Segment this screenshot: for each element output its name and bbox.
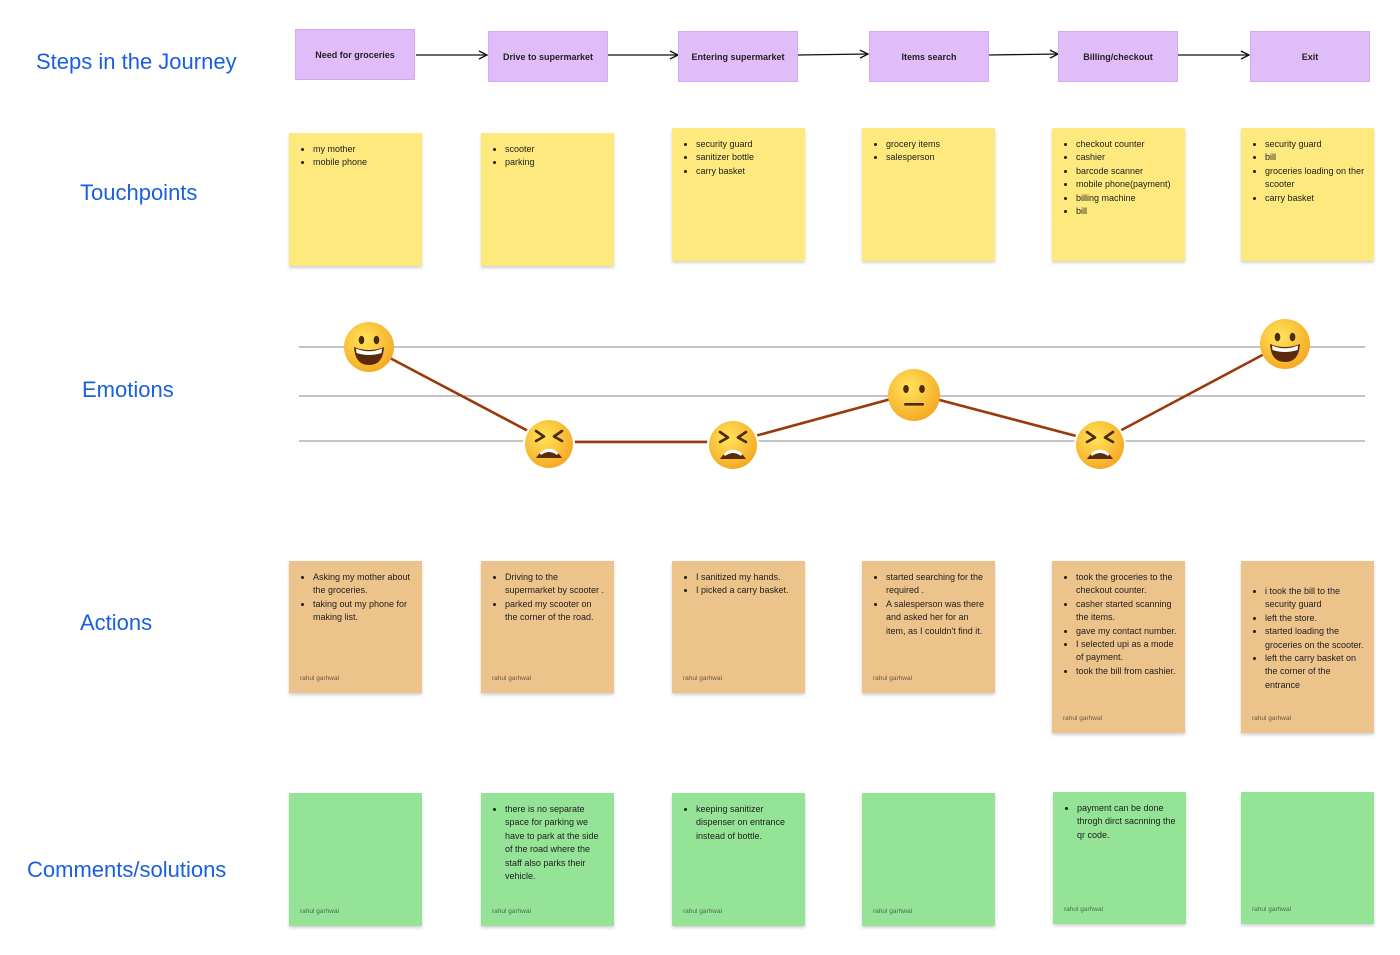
action-note[interactable]: I sanitized my hands.I picked a carry ba…: [672, 561, 805, 693]
note-item: security guard: [696, 138, 797, 151]
action-note[interactable]: i took the bill to the security guardlef…: [1241, 561, 1374, 733]
comment-note[interactable]: keeping sanitizer dispenser on entrance …: [672, 793, 805, 926]
note-item: left the carry basket on the corner of t…: [1265, 652, 1366, 692]
note-author: rahul garhwal: [873, 675, 913, 682]
step-items-search[interactable]: Items search: [869, 31, 989, 82]
touchpoint-note[interactable]: grocery itemssalesperson: [862, 128, 995, 261]
note-item: i took the bill to the security guard: [1265, 585, 1366, 612]
row-label-touchpoints: Touchpoints: [80, 180, 198, 205]
emotion-line: [368, 341, 1286, 444]
note-item: bill: [1076, 205, 1177, 218]
note-author: rahul garhwal: [683, 675, 723, 682]
step-entering-supermarket[interactable]: Entering supermarket: [678, 31, 798, 82]
touchpoint-note[interactable]: scooterparking: [481, 133, 614, 266]
note-item: security guard: [1265, 138, 1366, 151]
note-author: rahul garhwal: [1064, 906, 1104, 913]
note-item: there is no separate space for parking w…: [505, 803, 606, 883]
note-author: rahul garhwal: [492, 675, 532, 682]
note-item: mobile phone(payment): [1076, 178, 1177, 191]
step-arrow: [797, 54, 868, 55]
note-item: Asking my mother about the groceries.: [313, 571, 414, 598]
note-item: barcode scanner: [1076, 165, 1177, 178]
touchpoint-note[interactable]: my mothermobile phone: [289, 133, 422, 266]
note-item: I picked a carry basket.: [696, 584, 797, 597]
tired-face-icon: [523, 418, 575, 470]
row-label-steps: Steps in the Journey: [36, 49, 237, 74]
note-item: Driving to the supermarket by scooter .: [505, 571, 606, 598]
note-item: started loading the groceries on the sco…: [1265, 625, 1366, 652]
row-label-emotions: Emotions: [82, 377, 174, 402]
neutral-face-icon: [888, 369, 940, 421]
note-item: parked my scooter on the corner of the r…: [505, 598, 606, 625]
note-item: salesperson: [886, 151, 987, 164]
comment-note[interactable]: there is no separate space for parking w…: [481, 793, 614, 926]
note-item: checkout counter: [1076, 138, 1177, 151]
note-item: carry basket: [1265, 192, 1366, 205]
note-item: carry basket: [696, 165, 797, 178]
note-item: I sanitized my hands.: [696, 571, 797, 584]
note-item: keeping sanitizer dispenser on entrance …: [696, 803, 797, 843]
row-label-comments: Comments/solutions: [27, 857, 227, 882]
step-exit[interactable]: Exit: [1250, 31, 1370, 82]
row-label-actions: Actions: [80, 610, 153, 635]
note-item: my mother: [313, 143, 414, 156]
note-author: rahul garhwal: [1252, 906, 1292, 913]
step-drive-to-supermarket[interactable]: Drive to supermarket: [488, 31, 608, 82]
note-item: took the bill from cashier.: [1076, 665, 1177, 678]
note-item: left the store.: [1265, 612, 1366, 625]
note-item: scooter: [505, 143, 606, 156]
note-item: started searching for the required .: [886, 571, 987, 598]
note-item: groceries loading on ther scooter: [1265, 165, 1366, 192]
note-author: rahul garhwal: [300, 675, 340, 682]
note-item: billing machine: [1076, 192, 1177, 205]
note-author: rahul garhwal: [1063, 715, 1103, 722]
note-item: gave my contact number.: [1076, 625, 1177, 638]
touchpoint-note[interactable]: security guardbillgroceries loading on t…: [1241, 128, 1374, 261]
action-note[interactable]: took the groceries to the checkout count…: [1052, 561, 1185, 733]
action-note[interactable]: started searching for the required .A sa…: [862, 561, 995, 693]
note-item: mobile phone: [313, 156, 414, 169]
tired-face-icon: [1074, 419, 1126, 471]
note-item: casher started scanning the items.: [1076, 598, 1177, 625]
note-item: payment can be done throgh dirct sacnnin…: [1077, 802, 1178, 842]
action-note[interactable]: Driving to the supermarket by scooter .p…: [481, 561, 614, 693]
step-billing-checkout[interactable]: Billing/checkout: [1058, 31, 1178, 82]
note-item: sanitizer bottle: [696, 151, 797, 164]
note-author: rahul garhwal: [492, 908, 532, 915]
note-item: grocery items: [886, 138, 987, 151]
note-author: rahul garhwal: [300, 908, 340, 915]
happy-face-icon: [1260, 319, 1310, 369]
action-note[interactable]: Asking my mother about the groceries.tak…: [289, 561, 422, 693]
note-item: took the groceries to the checkout count…: [1076, 571, 1177, 598]
note-author: rahul garhwal: [873, 908, 913, 915]
touchpoint-note[interactable]: checkout countercashierbarcode scannermo…: [1052, 128, 1185, 261]
touchpoint-note[interactable]: security guardsanitizer bottlecarry bask…: [672, 128, 805, 261]
comment-note[interactable]: rahul garhwal: [1241, 792, 1374, 924]
note-item: I selected upi as a mode of payment.: [1076, 638, 1177, 665]
comment-note[interactable]: rahul garhwal: [862, 793, 995, 926]
comment-note[interactable]: payment can be done throgh dirct sacnnin…: [1053, 792, 1186, 924]
tired-face-icon: [707, 419, 759, 471]
step-arrow: [987, 54, 1058, 55]
note-item: bill: [1265, 151, 1366, 164]
note-author: rahul garhwal: [683, 908, 723, 915]
note-item: cashier: [1076, 151, 1177, 164]
note-item: parking: [505, 156, 606, 169]
note-author: rahul garhwal: [1252, 715, 1292, 722]
comment-note[interactable]: rahul garhwal: [289, 793, 422, 926]
step-need-for-groceries[interactable]: Need for groceries: [295, 29, 415, 80]
note-item: A salesperson was there and asked her fo…: [886, 598, 987, 638]
happy-face-icon: [344, 322, 394, 372]
note-item: taking out my phone for making list.: [313, 598, 414, 625]
